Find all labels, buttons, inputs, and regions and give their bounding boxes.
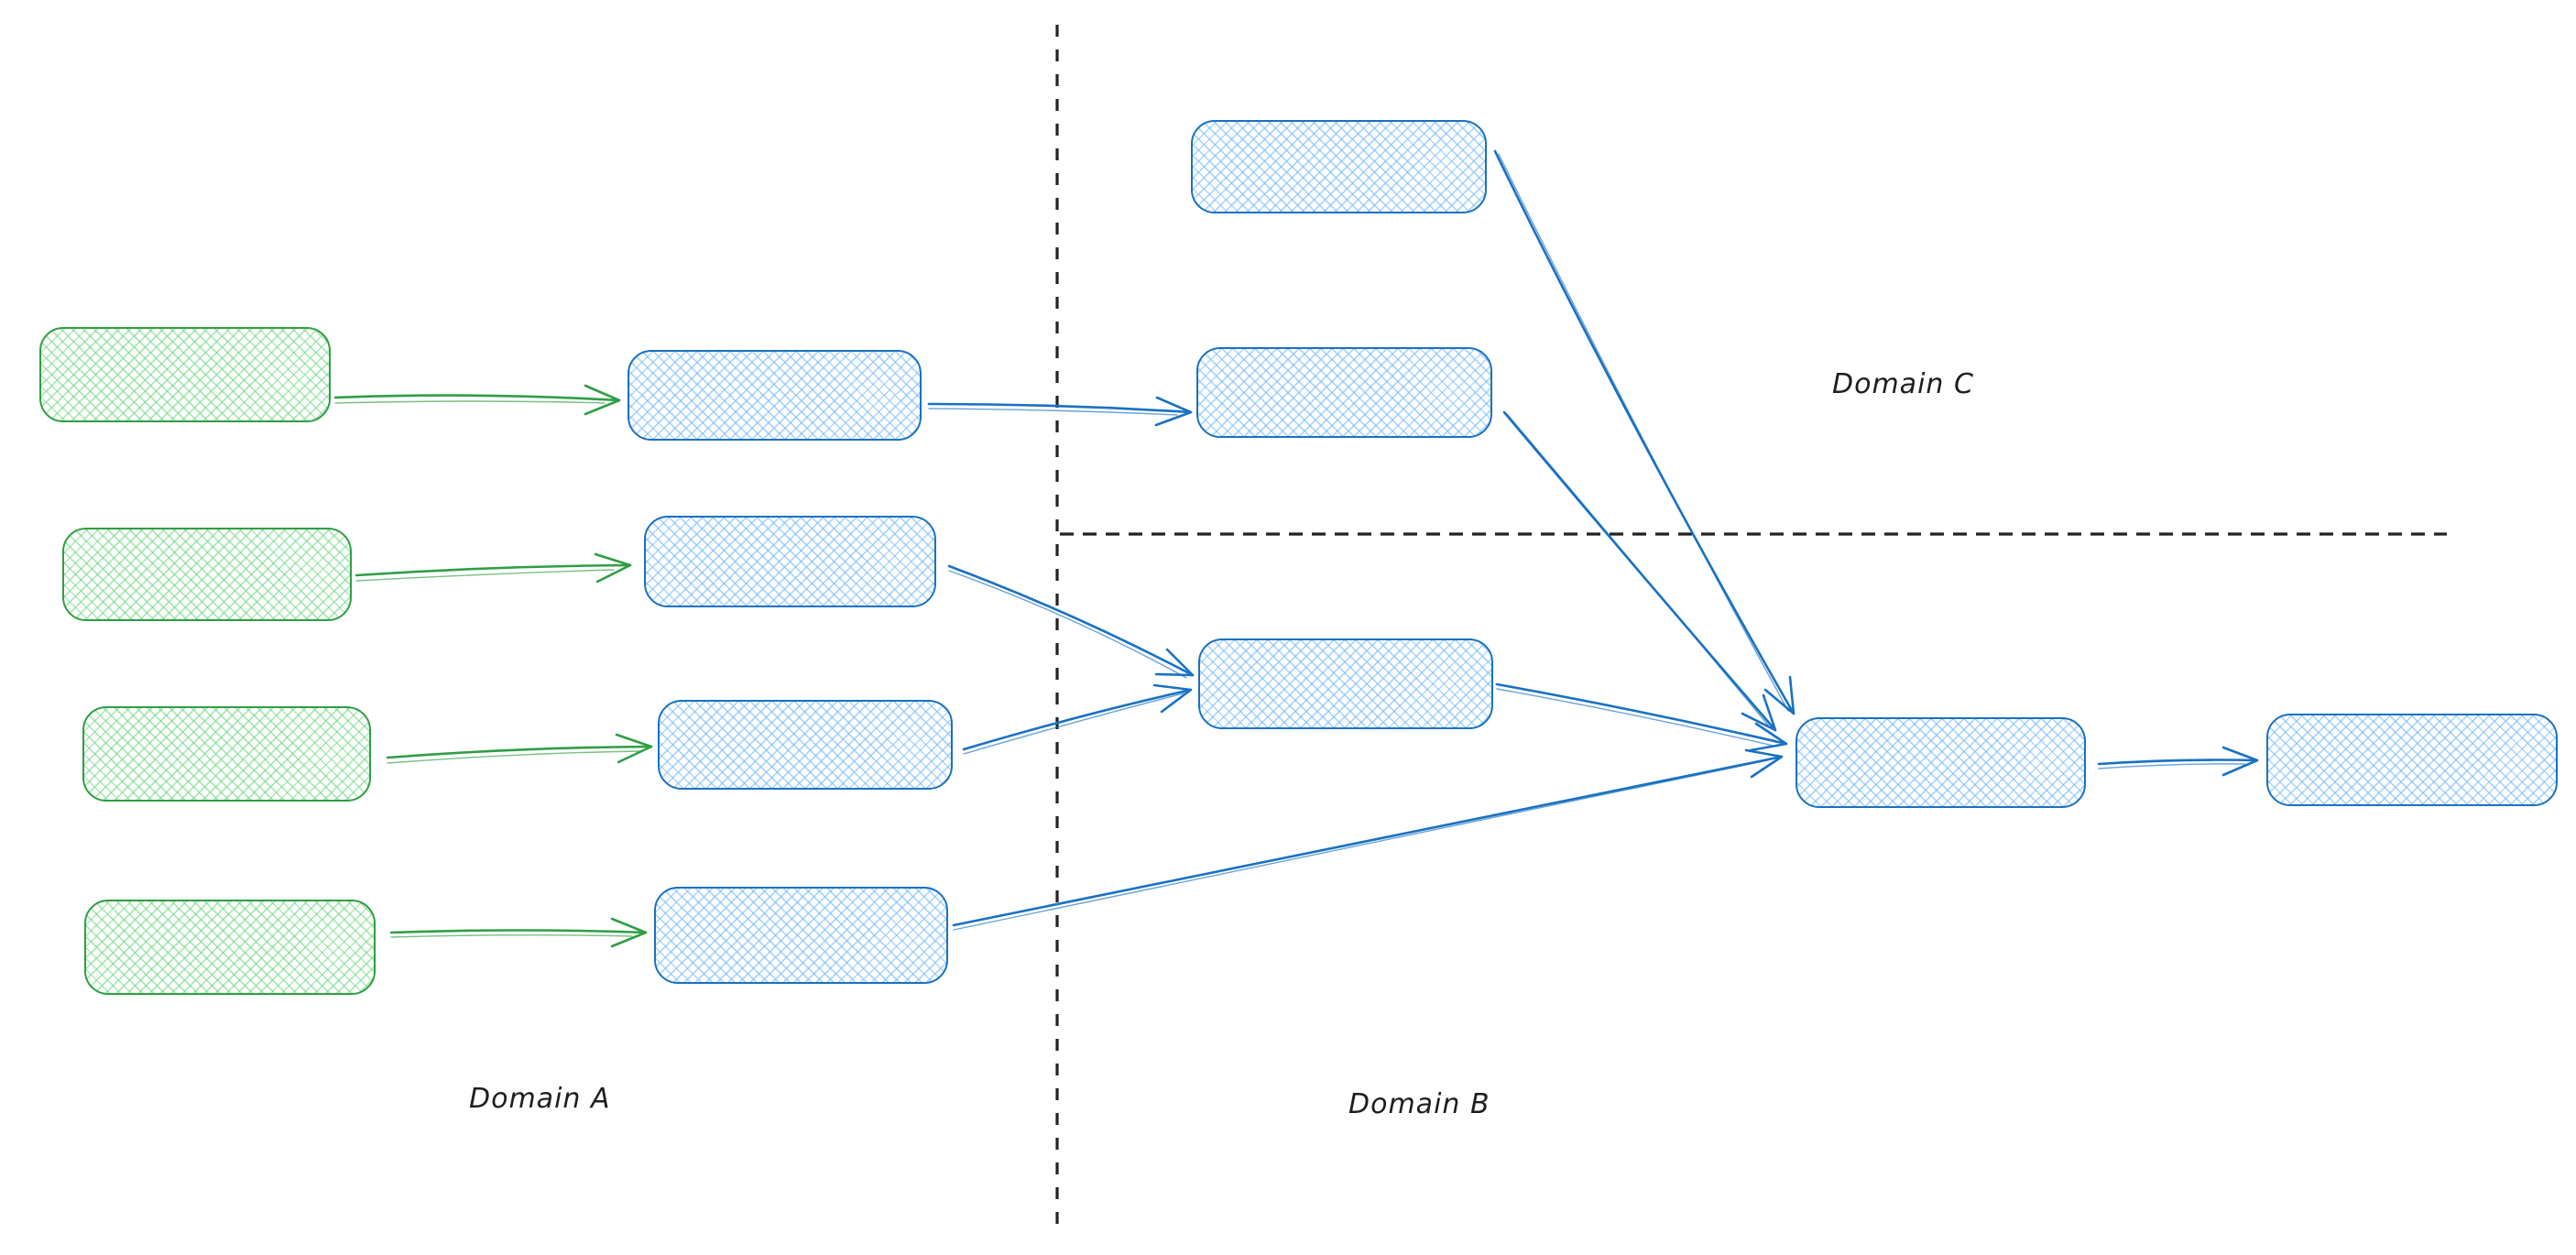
edge-component4-hub[interactable] (952, 748, 1784, 931)
node-a-source-3[interactable] (82, 706, 371, 802)
edge-cboxtop-hub[interactable] (1493, 149, 1796, 715)
edge-source2-component2[interactable] (355, 552, 632, 584)
edge-component1-cboxlower[interactable] (927, 396, 1193, 427)
node-a-component-4[interactable] (654, 887, 948, 984)
node-a-component-1[interactable] (628, 350, 922, 441)
node-a-source-1[interactable] (39, 327, 331, 422)
domain-c-label[interactable]: Domain C (1832, 368, 1974, 400)
node-b-box-hub[interactable] (1796, 717, 2086, 808)
domain-a-label[interactable]: Domain A (469, 1083, 611, 1115)
edge-hub-output[interactable] (2097, 746, 2259, 777)
edge-cboxlower-hub[interactable] (1502, 410, 1777, 732)
node-a-component-3[interactable] (658, 700, 953, 790)
edge-source3-component3[interactable] (386, 733, 653, 764)
edge-source4-component4[interactable] (389, 917, 648, 948)
node-b-box-merge[interactable] (1198, 638, 1493, 729)
edge-component3-merge[interactable] (962, 683, 1193, 755)
edge-component2-merge[interactable] (947, 564, 1195, 679)
edge-merge-hub[interactable] (1495, 682, 1788, 752)
node-a-source-4[interactable] (84, 900, 376, 995)
node-c-box-lower[interactable] (1196, 347, 1492, 438)
node-a-component-2[interactable] (644, 516, 936, 607)
node-a-source-2[interactable] (62, 528, 352, 621)
node-c-box-top[interactable] (1191, 120, 1487, 213)
edge-source1-component1[interactable] (333, 384, 621, 416)
node-b-box-output[interactable] (2266, 714, 2558, 806)
domain-b-label[interactable]: Domain B (1348, 1088, 1490, 1120)
